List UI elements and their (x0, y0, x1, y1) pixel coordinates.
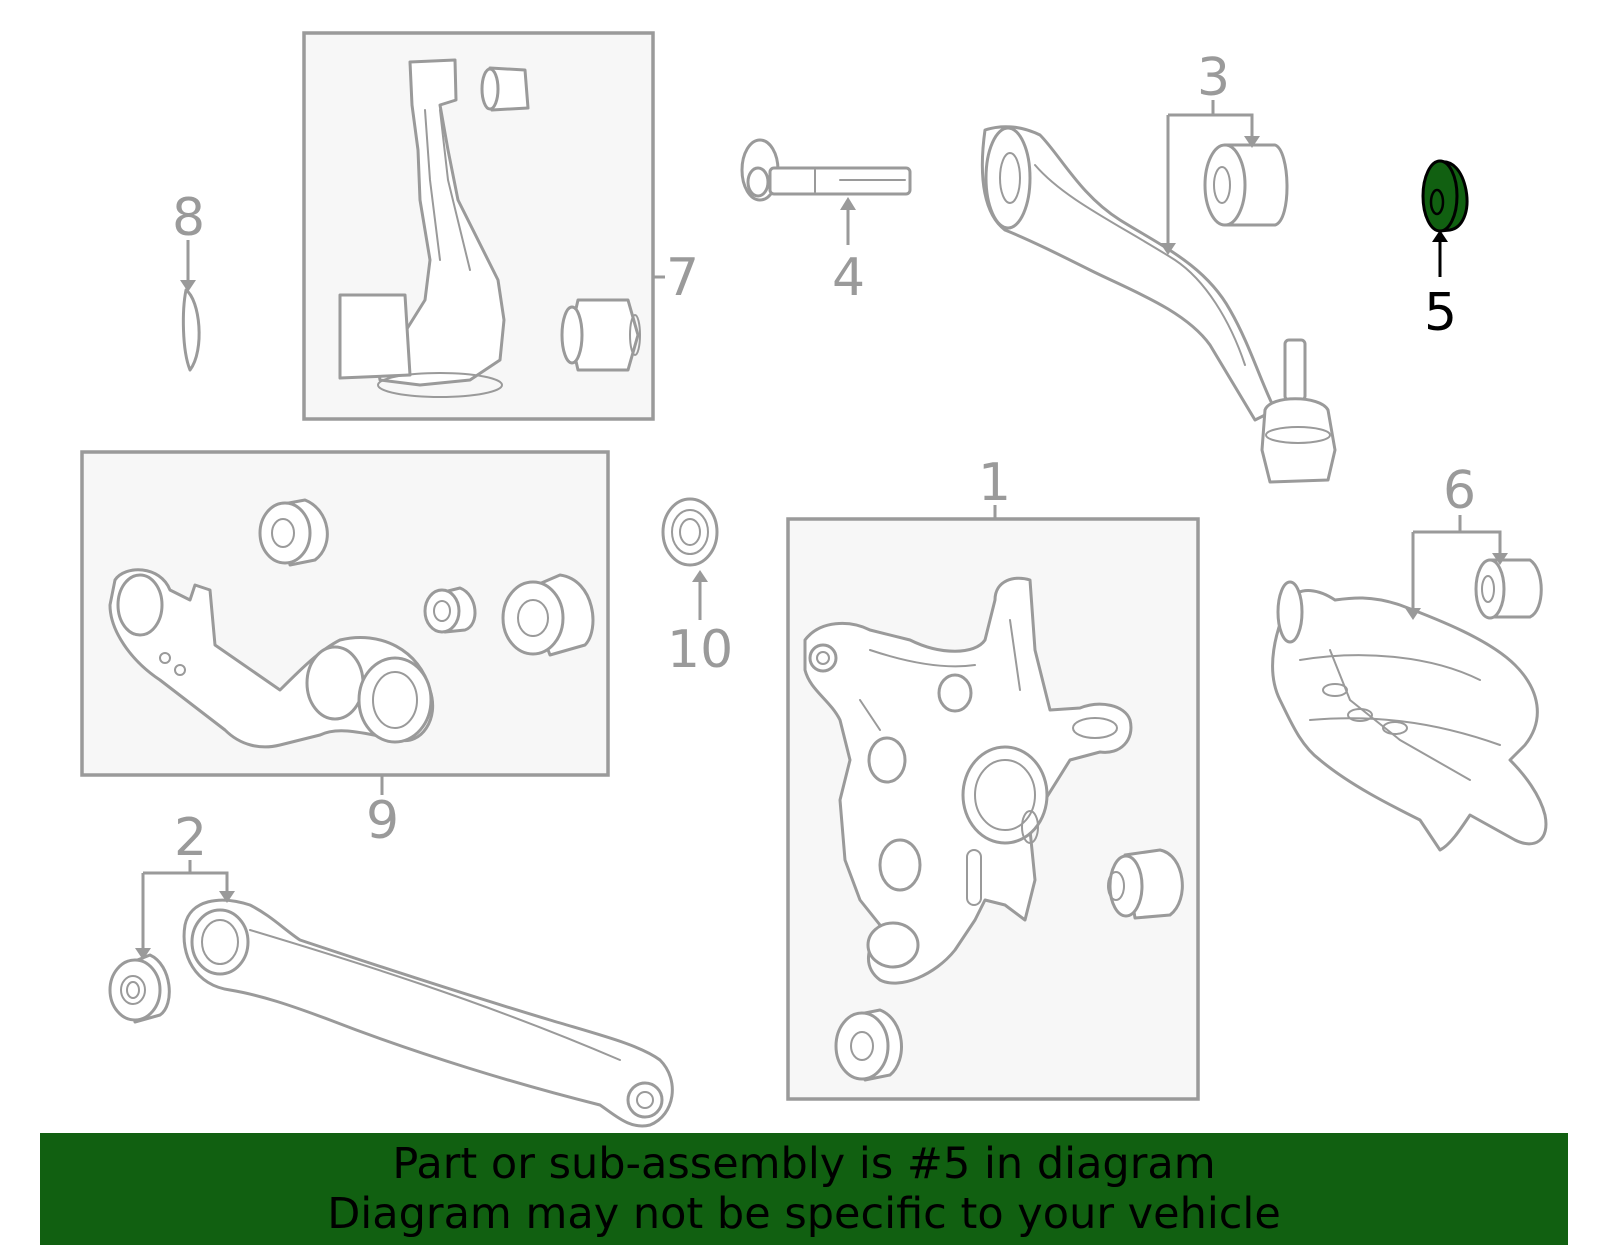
callout-6[interactable]: 6 (1443, 461, 1476, 521)
leader-lines (135, 100, 1508, 960)
callout-10[interactable]: 10 (667, 620, 733, 680)
callout-2[interactable]: 2 (174, 808, 207, 868)
callout-5[interactable]: 5 (1424, 283, 1457, 343)
callout-1[interactable]: 1 (978, 453, 1011, 513)
part-6-subframe[interactable] (1271, 558, 1548, 852)
callout-9[interactable]: 9 (366, 791, 399, 851)
part-10-washer[interactable] (661, 497, 719, 567)
part-5-bushing-highlighted[interactable] (1421, 159, 1469, 233)
part-7-upper-arm[interactable] (338, 58, 641, 398)
banner-line-1: Part or sub-assembly is #5 in diagram (392, 1139, 1216, 1189)
callout-8[interactable]: 8 (172, 188, 205, 248)
callout-7[interactable]: 7 (666, 248, 699, 308)
part-8-seal[interactable] (181, 288, 201, 372)
info-banner: Part or sub-assembly is #5 in diagram Di… (40, 1133, 1568, 1245)
callout-3[interactable]: 3 (1197, 48, 1230, 108)
part-2-lateral-link[interactable] (108, 898, 674, 1128)
part-3-control-arm[interactable] (980, 125, 1337, 484)
callout-4[interactable]: 4 (832, 248, 865, 308)
part-1-knuckle[interactable] (803, 576, 1184, 1082)
banner-line-2: Diagram may not be specific to your vehi… (327, 1189, 1281, 1239)
part-9-arm-assembly[interactable] (108, 498, 595, 749)
part-4-bolt[interactable] (740, 138, 912, 202)
